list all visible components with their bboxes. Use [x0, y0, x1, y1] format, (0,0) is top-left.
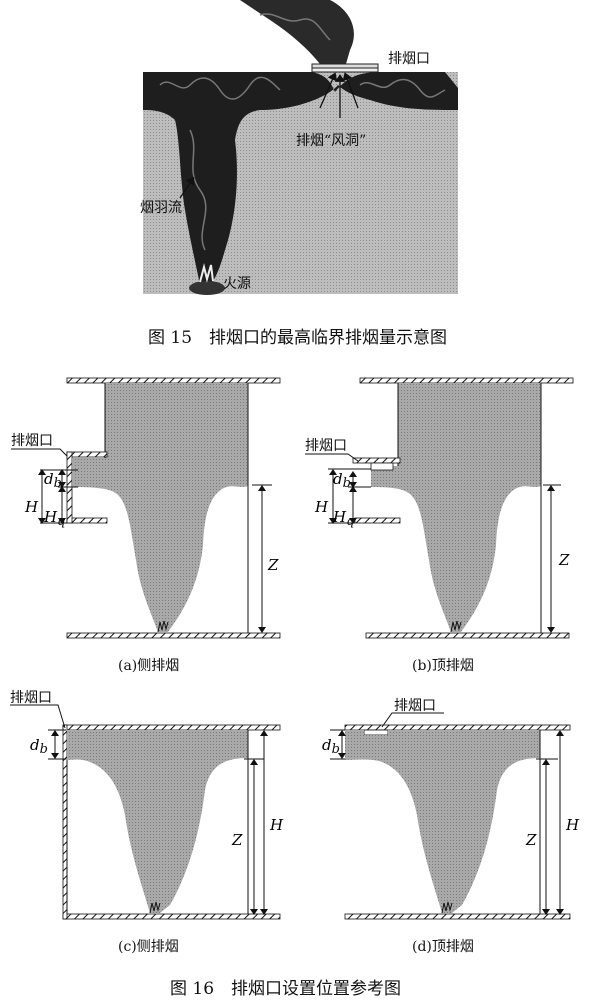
panel-b-top-exhaust: 排烟口 db H Hq Z [305, 377, 574, 639]
symbols-H: H [269, 816, 284, 834]
c-outlet: 排烟口 [10, 690, 52, 706]
panel-c-side-exhaust: 排烟口 db Z H [10, 690, 284, 920]
symbols-d: d [333, 470, 343, 488]
wind-tunnel-arrows [179, 72, 359, 199]
symbols-H: H [565, 816, 580, 834]
figure-15-illustration: 排烟口 排烟“风洞” 烟羽流 火源 [140, 0, 458, 295]
label-outlet: 排烟口 [11, 433, 53, 449]
label-fire: 火源 [223, 276, 251, 292]
svg-text:db: db [30, 736, 48, 757]
top-outlet [370, 462, 394, 471]
symbols-d-sub: b [343, 476, 351, 491]
panel-c-caption: (c)侧排烟 [118, 939, 179, 955]
panel-b-caption: (b)顶排烟 [412, 658, 474, 674]
panel-d-caption: (d)顶排烟 [412, 939, 474, 955]
svg-text:Hq: Hq [332, 508, 354, 529]
ceiling [66, 377, 281, 384]
panel-a-side-exhaust: 排烟口 db H Hq Z [11, 377, 281, 639]
symbols-Hq-sub: q [57, 514, 65, 529]
symbols-Z: Z [525, 831, 537, 849]
symbols-d: d [322, 736, 332, 754]
svg-text:db: db [44, 470, 62, 491]
symbols-d: d [44, 470, 54, 488]
symbol-H: H [24, 498, 39, 516]
svg-text:Hq: Hq [43, 508, 65, 529]
figure-16-caption: 图 16 排烟口设置位置参考图 [170, 979, 401, 999]
outlet-grille [311, 63, 379, 69]
top-outlet [363, 729, 389, 736]
floor [66, 632, 281, 639]
symbols-d-sub: b [40, 742, 48, 757]
svg-text:db: db [322, 736, 340, 757]
duct-top-wall [66, 451, 108, 458]
smoke-plume [73, 383, 248, 632]
symbol-Z: Z [267, 556, 279, 574]
b-outlet: 排烟口 [305, 438, 347, 454]
flame-icon [199, 263, 214, 283]
label-plume: 烟羽流 [140, 200, 182, 216]
symbols-d-sub: b [332, 742, 340, 757]
smoke-swirls [159, 13, 446, 251]
panel-a-caption: (a)侧排烟 [118, 658, 179, 674]
duct-bottom-wall [66, 517, 108, 524]
symbols-d-sub: b [54, 476, 62, 491]
symbols-H: H [314, 498, 329, 516]
fire-source-icon [189, 281, 225, 295]
symbols-Hq: H [332, 508, 347, 526]
symbols-Z: Z [231, 831, 243, 849]
symbols-Z: Z [558, 551, 570, 569]
label-wind-tunnel: 排烟“风洞” [296, 133, 366, 149]
panel-d-top-exhaust: 排烟口 db Z H [322, 698, 580, 920]
symbols-Hq: H [43, 508, 58, 526]
figure-15-caption: 图 15 排烟口的最高临界排烟量示意图 [148, 328, 447, 348]
label-outlet: 排烟口 [388, 51, 430, 67]
symbols-Hq-sub: q [346, 514, 354, 529]
smoke-above-ceiling [240, 0, 354, 64]
svg-text:db: db [333, 470, 351, 491]
d-outlet: 排烟口 [394, 698, 436, 714]
smoke-layer [143, 72, 458, 285]
symbols-d: d [30, 736, 40, 754]
